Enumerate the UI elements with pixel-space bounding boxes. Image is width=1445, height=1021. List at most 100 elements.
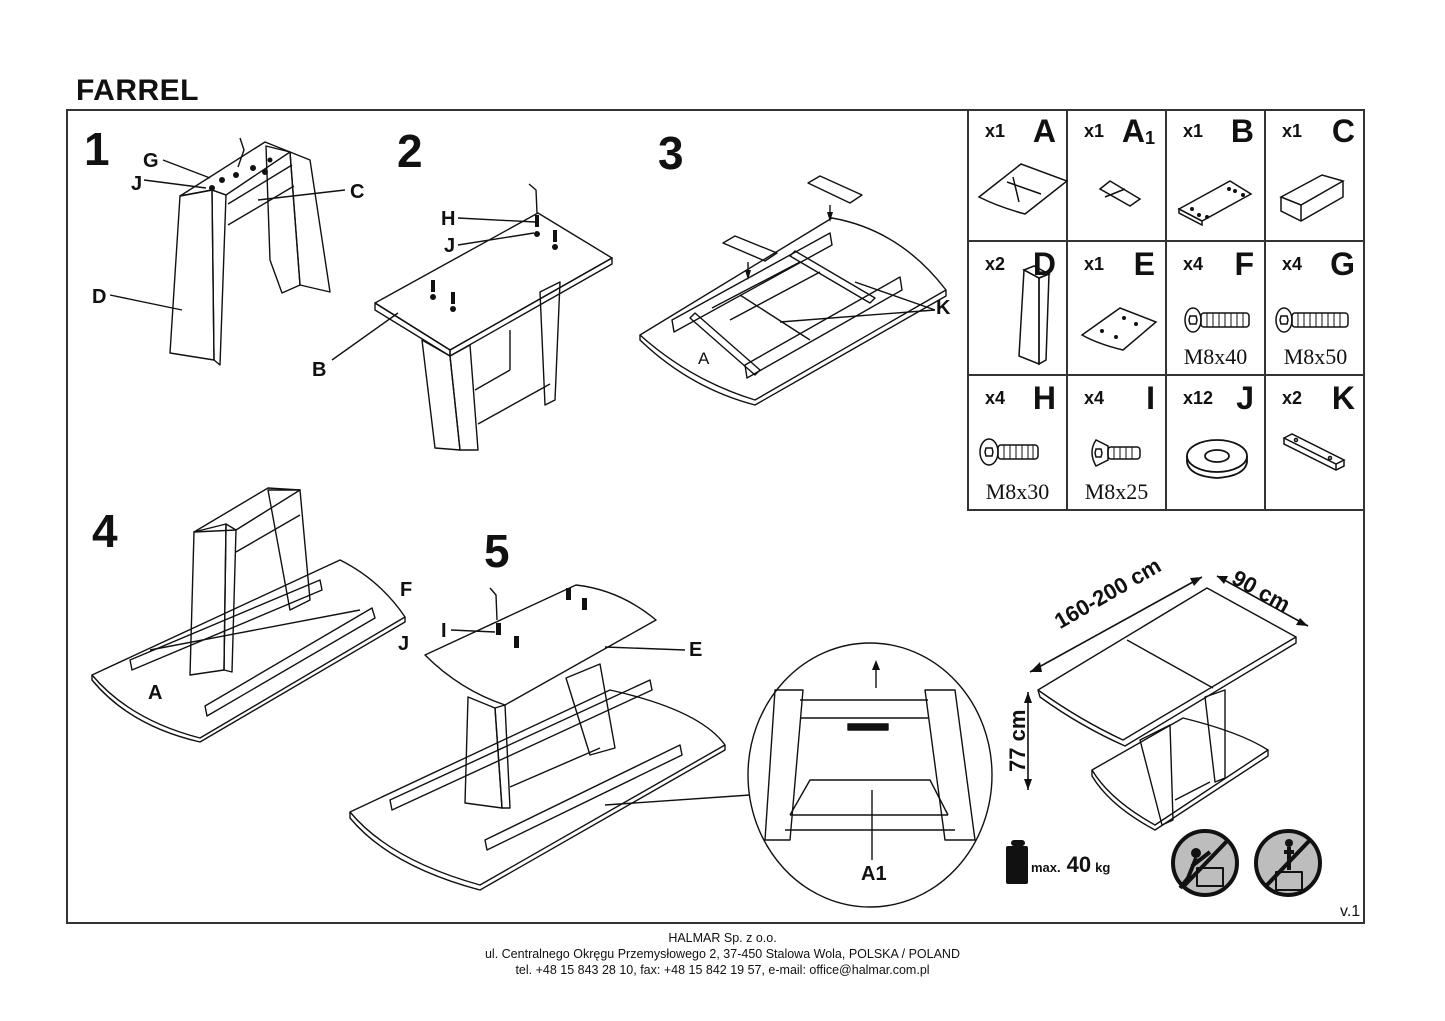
instruction-frame [66,109,1365,924]
part-code-letter: J [1236,379,1254,416]
callout-h: H [441,208,456,230]
part-qty: x4 [985,387,1006,408]
part-code-letter: D [1032,246,1056,283]
part-cell-d: x2 D [969,242,1068,376]
part-qty: x12 [1183,387,1214,408]
parts-list-table: x1 A x1 A1 x1 B x1 C x2 D [967,109,1365,511]
callout-a1: A1 [861,863,887,885]
part-cell-h: x4 H M8x30 [969,375,1068,509]
bracket-icon [1282,432,1346,471]
weight-icon [1006,840,1028,884]
callout-a-step4: A [148,682,163,704]
part-spec: M8x25 [1084,478,1149,504]
step5-base-plate-drawing [349,584,751,891]
part-qty: x2 [1282,387,1303,408]
part-qty: x4 [1183,254,1204,275]
bolt-icon [1184,307,1250,334]
part-code: A [1033,113,1056,150]
part-code-letter: C [1331,113,1355,149]
part-cell-j: x12 J [1167,375,1266,509]
step-number-5: 5 [484,525,510,577]
part-qty: x1 [1282,121,1303,141]
part-code: H [1033,380,1056,417]
document-version: v.1 [1340,903,1361,920]
footer-address: ul. Centralnego Okręgu Przemysłowego 2, … [484,947,960,961]
step-number-4: 4 [92,505,118,557]
part-code: A1 [1122,113,1155,150]
part-code-letter: K [1331,379,1355,416]
part-code-letter: I [1146,379,1155,416]
frame-box-icon [1279,174,1345,222]
step-number-3: 3 [658,127,684,179]
part-code: D [1033,246,1056,283]
company-footer: HALMAR Sp. z o.o. ul. Centralnego Okręgu… [0,930,1445,978]
part-code: K [1332,380,1355,417]
callout-a-step3: A [698,349,710,368]
part-cell-a: x1 A [969,109,1068,243]
callout-c: C [350,181,365,203]
part-qty: x4 [1282,254,1303,275]
part-cell-c: x1 C [1266,109,1365,243]
part-code: B [1231,113,1254,150]
part-cell-g: x4 G M8x50 [1266,242,1365,376]
part-code-letter: B [1230,113,1254,149]
part-code: J [1236,380,1254,417]
max-load-value: 40 [1066,852,1092,877]
no-standing-on-table-icon [1171,829,1239,897]
part-spec: M8x40 [1183,343,1248,369]
countersunk-bolt-icon [1091,438,1141,467]
part-qty: x1 [1084,121,1105,141]
callout-f: F [400,579,413,601]
step4-frame-on-tabletop-drawing [91,487,406,743]
part-spec: M8x30 [985,478,1050,504]
washer-icon [1186,438,1248,479]
dimension-height: 77 cm [1005,709,1030,772]
part-code: E [1134,246,1155,283]
extension-leaf-icon [1098,180,1142,207]
part-code: I [1146,380,1155,417]
base-plate-icon [1080,307,1158,352]
part-cell-a1: x1 A1 [1068,109,1167,243]
part-code: G [1330,246,1355,283]
step2-plate-drawing [374,183,613,451]
leg-icon [1018,265,1051,366]
bolt-icon [1275,307,1349,334]
tabletop-icon [977,163,1068,215]
no-climbing-on-table-icon [1254,829,1322,897]
detail-circle-extension-drawing [747,642,993,908]
callout-b: B [312,359,327,381]
step1-leg-frame-drawing [109,137,399,366]
part-code-letter: A [1121,113,1145,149]
part-spec: M8x50 [1283,343,1348,369]
footer-contact: tel. +48 15 843 28 10, fax: +48 15 842 1… [515,963,930,977]
part-code-letter: A [1032,113,1056,149]
part-cell-k: x2 K [1266,376,1365,509]
bolt-icon [979,437,1039,466]
callout-e: E [689,639,703,661]
part-code-subscript: 1 [1144,128,1155,148]
part-cell-b: x1 B [1167,109,1266,243]
part-qty: x1 [985,121,1006,141]
part-code: C [1332,113,1355,150]
part-code-letter: H [1032,379,1056,416]
part-cell-e: x1 E [1068,242,1167,376]
callout-k: K [936,297,951,319]
part-cell-f: x4 F M8x40 [1167,242,1266,376]
document-title: FARREL [76,74,199,107]
step-number-2: 2 [397,125,423,177]
part-qty: x1 [1084,254,1105,275]
max-load-prefix: max. [1031,860,1061,875]
step-number-1: 1 [84,123,110,175]
footer-company: HALMAR Sp. z o.o. [668,931,777,945]
part-code-letter: G [1330,246,1355,283]
callout-j-step4: J [398,633,410,655]
callout-j: J [131,173,143,195]
callout-d: D [92,286,107,308]
part-code: F [1234,246,1254,283]
max-load-unit: kg [1095,860,1111,875]
callout-j-step2: J [444,235,456,257]
table-dimensions-drawing [1024,575,1309,831]
part-code-letter: E [1133,246,1155,283]
